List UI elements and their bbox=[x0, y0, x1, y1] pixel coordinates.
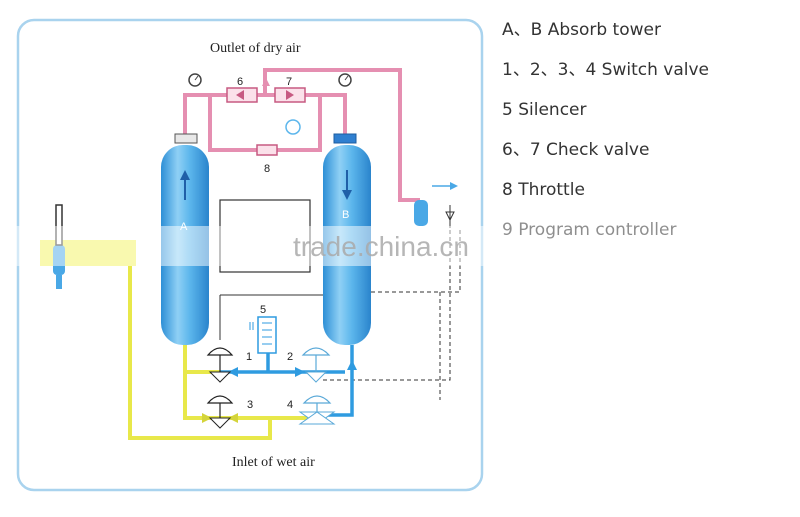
wet-air-arrow-icon bbox=[202, 413, 212, 423]
outlet-arrow-icon bbox=[450, 182, 458, 190]
outlet-filter bbox=[414, 200, 428, 226]
check-valve-6-icon bbox=[236, 90, 244, 100]
switch-valve-4 bbox=[298, 395, 336, 425]
regen-arrow-icon bbox=[347, 360, 357, 370]
callout-8: 8 bbox=[264, 163, 270, 175]
switch-valve-1 bbox=[206, 347, 234, 383]
regen-arrow-icon bbox=[228, 367, 238, 377]
regen-arrow-icon bbox=[295, 367, 305, 377]
dry-air-arrow-icon bbox=[262, 78, 270, 86]
tower-b-label: B bbox=[342, 209, 349, 221]
legend: A、B Absorb tower 1、2、3、4 Switch valve 5 … bbox=[502, 18, 792, 258]
gauge-needle bbox=[344, 75, 349, 81]
inlet-drain bbox=[56, 275, 62, 289]
callout-5: 5 bbox=[260, 304, 266, 316]
silencer-5-fins bbox=[262, 322, 272, 345]
legend-item-silencer: 5 Silencer bbox=[502, 100, 587, 120]
switch-valve-2 bbox=[301, 347, 331, 383]
control-lines-dashed bbox=[320, 228, 461, 400]
inlet-label: Inlet of wet air bbox=[232, 455, 315, 470]
watermark-text: trade.china.cn bbox=[293, 231, 469, 262]
outlet-label: Outlet of dry air bbox=[210, 41, 301, 56]
callout-4: 4 bbox=[287, 399, 293, 411]
dry-air-piping bbox=[183, 68, 420, 202]
legend-item-program-controller: 9 Program controller bbox=[502, 220, 677, 240]
callout-2: 2 bbox=[287, 351, 293, 363]
tower-a-cap bbox=[174, 133, 198, 144]
callout-7: 7 bbox=[286, 76, 292, 88]
legend-item-throttle: 8 Throttle bbox=[502, 180, 585, 200]
watermark-band bbox=[0, 226, 800, 266]
tower-b-arrow-icon bbox=[342, 190, 352, 200]
wet-air-arrow-icon bbox=[228, 413, 238, 423]
callout-3: 3 bbox=[247, 399, 253, 411]
legend-item-absorb-tower: A、B Absorb tower bbox=[502, 20, 661, 40]
legend-item-switch-valve: 1、2、3、4 Switch valve bbox=[502, 60, 709, 80]
legend-item-check-valve: 6、7 Check valve bbox=[502, 140, 650, 160]
controller-wiring bbox=[219, 294, 323, 340]
gauge-needle bbox=[194, 75, 199, 81]
tower-b-cap bbox=[333, 133, 357, 144]
exhaust-icon bbox=[249, 322, 254, 330]
drain-valve-icon bbox=[445, 211, 455, 222]
throttle-8 bbox=[256, 144, 278, 156]
tower-a-arrow-icon bbox=[180, 170, 190, 180]
check-valve-7-icon bbox=[286, 90, 294, 100]
switch-valve-3 bbox=[206, 395, 234, 429]
small-gauge-icon bbox=[285, 119, 301, 135]
silencer-5 bbox=[257, 316, 277, 354]
callout-6: 6 bbox=[237, 76, 243, 88]
callout-1: 1 bbox=[246, 351, 252, 363]
